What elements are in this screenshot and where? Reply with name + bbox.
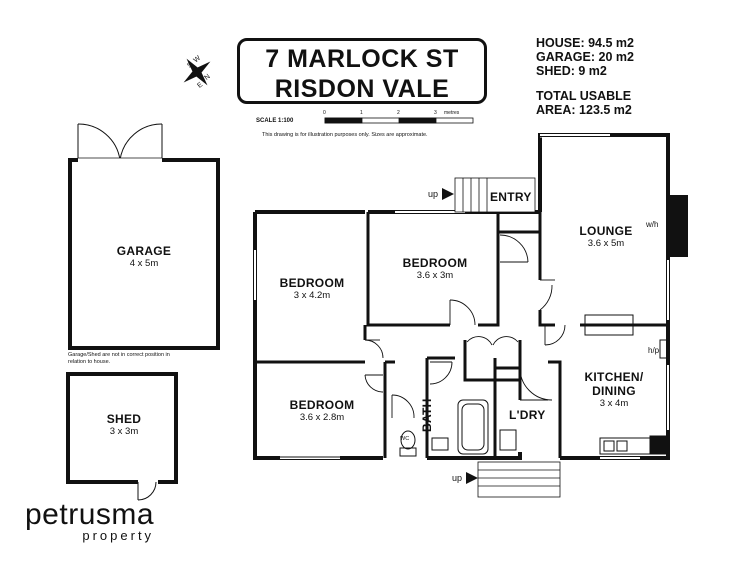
lounge-label: LOUNGE 3.6 x 5m bbox=[579, 224, 632, 249]
compass-rose bbox=[183, 58, 211, 86]
scale-tick-2: 2 bbox=[397, 110, 400, 116]
up-arrow-top bbox=[442, 188, 454, 200]
scale-label: SCALE 1:100 bbox=[256, 118, 294, 124]
wc-label: WC bbox=[400, 436, 410, 442]
garage-area: GARAGE: 20 m2 bbox=[536, 50, 634, 64]
scale-bar bbox=[324, 117, 474, 124]
garage-note: Garage/Shed are not in correct position … bbox=[68, 352, 170, 366]
shed-walls bbox=[66, 372, 178, 484]
total-area-line-1: TOTAL USABLE bbox=[536, 89, 632, 103]
title-box: 7 MARLOCK ST RISDON VALE bbox=[237, 38, 487, 104]
scale-ticks: 0 1 2 3 metres bbox=[322, 110, 482, 126]
bedroom-1-name: BEDROOM bbox=[279, 276, 345, 290]
scale-tick-3: 3 bbox=[434, 110, 437, 116]
door-swings bbox=[364, 234, 566, 419]
wh-label: w/h bbox=[646, 220, 659, 229]
kitchen-name-line-2: DINING bbox=[592, 384, 636, 398]
bedroom-1-label: BEDROOM 3 x 4.2m bbox=[280, 276, 345, 301]
laundry-label: L'DRY bbox=[509, 408, 546, 422]
bedroom-3-dims: 3.6 x 2.8m bbox=[299, 412, 345, 423]
kitchen-fixtures bbox=[584, 314, 669, 455]
chimney bbox=[668, 195, 688, 257]
bedroom-2-dims: 3.6 x 3m bbox=[416, 270, 454, 281]
shed-name: SHED bbox=[106, 412, 142, 426]
up-label-bottom: up bbox=[452, 473, 463, 483]
entry-stairs bbox=[454, 177, 536, 213]
shed-door bbox=[137, 479, 158, 501]
bedroom-2-label: BEDROOM 3.6 x 3m bbox=[403, 256, 468, 281]
back-stairs bbox=[477, 461, 561, 498]
garage-dims: 4 x 5m bbox=[129, 258, 159, 269]
disclaimer: This drawing is for illustration purpose… bbox=[262, 132, 428, 138]
lounge-name: LOUNGE bbox=[579, 224, 633, 238]
shed-area: SHED: 9 m2 bbox=[536, 64, 607, 78]
scale-unit: metres bbox=[444, 110, 460, 116]
garage-note-line-1: Garage/Shed are not in correct position … bbox=[68, 352, 170, 358]
kitchen-label: KITCHEN/ DINING 3 x 4m bbox=[584, 370, 643, 409]
shed-label: SHED 3 x 3m bbox=[107, 412, 142, 437]
house-area: HOUSE: 94.5 m2 bbox=[536, 36, 634, 50]
up-label-top: up bbox=[428, 189, 439, 199]
total-area-line-2: AREA: 123.5 m2 bbox=[536, 103, 632, 117]
title-line-1: 7 MARLOCK ST bbox=[265, 45, 459, 73]
bedroom-3-label: BEDROOM 3.6 x 2.8m bbox=[290, 398, 355, 423]
entry-label: ENTRY bbox=[490, 190, 532, 204]
lounge-dims: 3.6 x 5m bbox=[587, 238, 625, 249]
logo-sub-text: property bbox=[82, 528, 155, 543]
scale-tick-0: 0 bbox=[323, 110, 326, 116]
garage-name: GARAGE bbox=[116, 244, 172, 258]
hp-label: h/p bbox=[648, 346, 660, 355]
area-stats: HOUSE: 94.5 m2 GARAGE: 20 m2 SHED: 9 m2 … bbox=[536, 36, 634, 117]
bedroom-1-dims: 3 x 4.2m bbox=[293, 290, 331, 301]
title-line-2: RISDON VALE bbox=[274, 75, 450, 103]
garage-doors bbox=[77, 123, 163, 162]
bath-label: BATH bbox=[420, 398, 434, 432]
house-interior-walls bbox=[255, 212, 668, 458]
garage-note-line-2: relation to house. bbox=[68, 359, 111, 365]
garage-label: GARAGE 4 x 5m bbox=[117, 244, 171, 269]
up-arrow-bottom bbox=[466, 472, 478, 484]
bedroom-3-name: BEDROOM bbox=[289, 398, 355, 412]
bedroom-2-name: BEDROOM bbox=[402, 256, 468, 270]
bathroom-fixtures bbox=[399, 399, 517, 457]
shed-dims: 3 x 3m bbox=[109, 426, 139, 437]
windows bbox=[252, 132, 671, 461]
petrusma-logo: petrusma property bbox=[25, 498, 155, 544]
scale-tick-1: 1 bbox=[360, 110, 363, 116]
kitchen-dims: 3 x 4m bbox=[599, 398, 629, 409]
kitchen-name-line-1: KITCHEN/ bbox=[584, 370, 644, 384]
logo-main-text: petrusma bbox=[25, 498, 155, 531]
